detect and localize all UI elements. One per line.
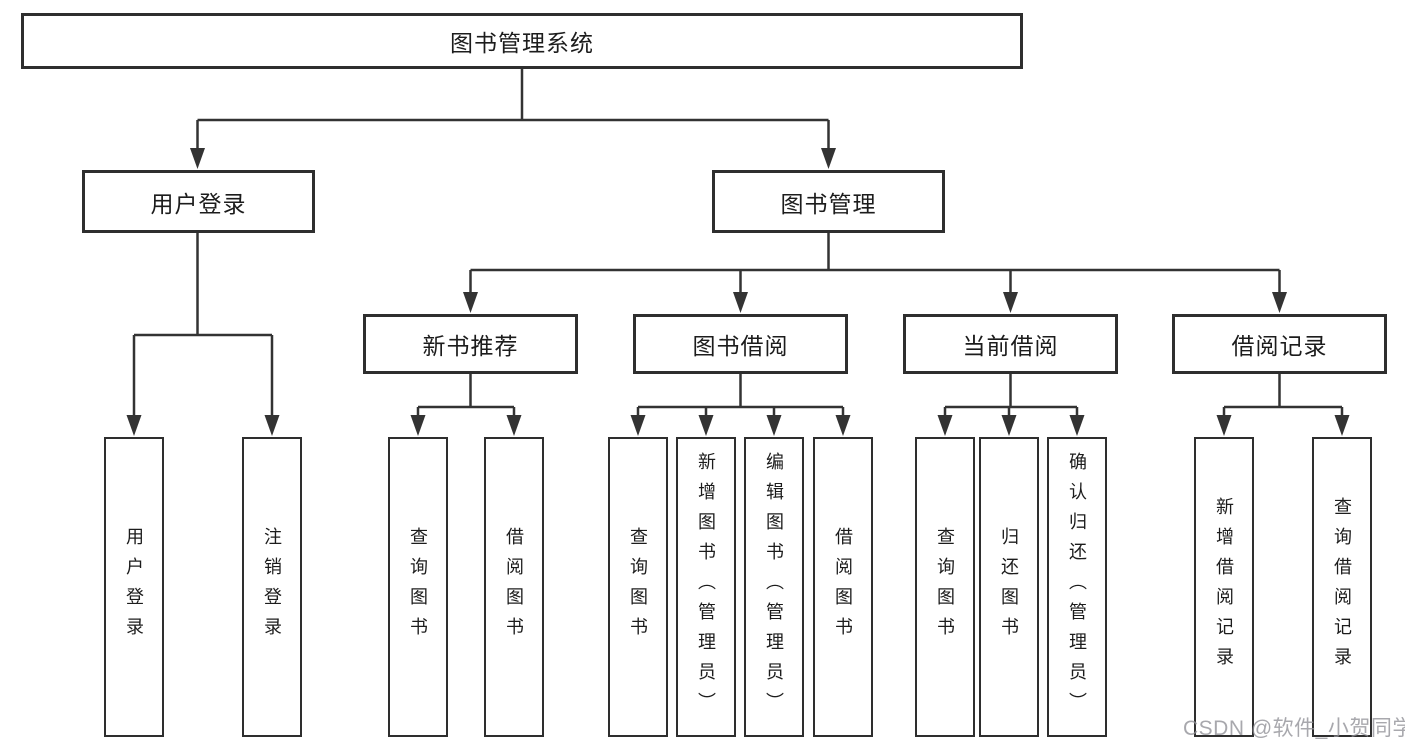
- arrowhead: [1334, 415, 1350, 436]
- arrowheads: [126, 148, 1350, 436]
- arrowhead: [821, 148, 836, 169]
- node-label: 归还图书: [999, 527, 1019, 647]
- node-leaf-query-books-borrowing: 查询图书: [608, 437, 668, 737]
- node-label: 查询图书: [935, 527, 955, 647]
- arrowhead: [410, 415, 426, 436]
- node-label: 用户登录: [124, 527, 144, 647]
- arrowhead: [766, 415, 782, 436]
- node-new-book-recommend: 新书推荐: [363, 314, 578, 374]
- node-label: 用户登录: [150, 190, 247, 217]
- node-leaf-add-books-admin: 新增图书（管理员）: [676, 437, 736, 737]
- arrowhead: [463, 292, 478, 313]
- node-label: 编辑图书（管理员）: [764, 452, 784, 722]
- node-label: 图书管理: [780, 190, 877, 217]
- arrowhead: [1001, 415, 1017, 436]
- arrowhead: [835, 415, 851, 436]
- node-leaf-return-books: 归还图书: [979, 437, 1039, 737]
- node-leaf-user-login: 用户登录: [104, 437, 164, 737]
- node-label: 注销登录: [262, 527, 282, 647]
- arrowhead: [126, 415, 142, 436]
- node-label: 图书借阅: [692, 333, 789, 359]
- node-label: 当前借阅: [962, 333, 1059, 359]
- node-leaf-borrow-books: 借阅图书: [813, 437, 873, 737]
- node-label: 借阅记录: [1231, 333, 1328, 359]
- node-leaf-query-books-recommend: 查询图书: [388, 437, 448, 737]
- node-leaf-edit-books-admin: 编辑图书（管理员）: [744, 437, 804, 737]
- arrowhead: [506, 415, 522, 436]
- node-label: 新增图书（管理员）: [696, 452, 716, 722]
- node-leaf-confirm-return-admin: 确认归还（管理员）: [1047, 437, 1107, 737]
- node-label: 查询图书: [408, 527, 428, 647]
- node-leaf-add-borrow-record: 新增借阅记录: [1194, 437, 1254, 737]
- arrowhead: [733, 292, 748, 313]
- node-label: 新增借阅记录: [1214, 497, 1234, 677]
- arrowhead: [1272, 292, 1287, 313]
- node-label: 图书管理系统: [450, 30, 594, 56]
- node-book-borrowing: 图书借阅: [633, 314, 848, 374]
- node-current-borrowing: 当前借阅: [903, 314, 1118, 374]
- arrowhead: [1216, 415, 1232, 436]
- node-leaf-query-books-current: 查询图书: [915, 437, 975, 737]
- node-label: 查询图书: [628, 527, 648, 647]
- node-label: 查询借阅记录: [1332, 497, 1352, 677]
- arrowhead: [630, 415, 646, 436]
- node-label: 借阅图书: [833, 527, 853, 647]
- arrowhead: [698, 415, 714, 436]
- node-book-management: 图书管理: [712, 170, 945, 233]
- node-label: 借阅图书: [504, 527, 524, 647]
- node-user-login: 用户登录: [82, 170, 315, 233]
- node-leaf-query-borrow-record: 查询借阅记录: [1312, 437, 1372, 737]
- node-library-management-system: 图书管理系统: [21, 13, 1023, 69]
- arrowhead: [1069, 415, 1085, 436]
- node-label: 确认归还（管理员）: [1067, 452, 1087, 722]
- csdn-watermark: CSDN @软件_小贺同学: [1183, 717, 1405, 740]
- arrowhead: [190, 148, 205, 169]
- node-borrow-records: 借阅记录: [1172, 314, 1387, 374]
- arrowhead: [264, 415, 280, 436]
- node-leaf-logout: 注销登录: [242, 437, 302, 737]
- arrowhead: [937, 415, 953, 436]
- arrowhead: [1003, 292, 1018, 313]
- node-leaf-borrow-books-recommend: 借阅图书: [484, 437, 544, 737]
- node-label: 新书推荐: [422, 333, 519, 359]
